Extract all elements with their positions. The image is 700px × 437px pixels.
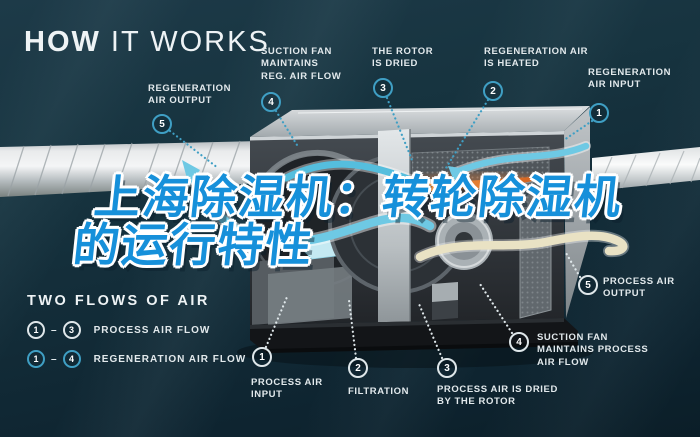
legend-badge-end: 4 xyxy=(62,350,81,368)
callout-label-suction-process: SUCTION FAN MAINTAINS PROCESS AIR FLOW xyxy=(537,332,649,368)
legend-number: 1 xyxy=(33,325,39,335)
legend-number: 4 xyxy=(69,354,75,364)
legend-title: TWO FLOWS OF AIR xyxy=(27,293,210,309)
right-duct xyxy=(592,147,700,191)
legend-label-process: PROCESS AIR FLOW xyxy=(93,324,211,336)
legend-number: 1 xyxy=(33,354,39,364)
callout-label-filtration: FILTRATION xyxy=(348,386,410,397)
legend-badge-start: 1 xyxy=(27,321,45,339)
title-strong: HOW xyxy=(24,26,101,58)
overlay-heading-line1: 上海除湿机：转轮除湿机 xyxy=(91,171,626,223)
callout-label-reg-output: REGENERATION AIR OUTPUT xyxy=(148,83,232,107)
callout-badge-reg-output: 5 xyxy=(152,114,172,134)
legend-dash: – xyxy=(51,324,57,336)
overlay-heading: 上海除湿机：转轮除湿机 的运行特性 xyxy=(70,171,626,271)
callout-number: 1 xyxy=(259,351,265,363)
callout-badge-suction-reg: 4 xyxy=(261,92,281,112)
overlay-heading-line2: 的运行特性 xyxy=(70,218,317,271)
callout-badge-suction-process: 4 xyxy=(509,332,529,352)
callout-label-process-output: PROCESS AIR OUTPUT xyxy=(603,276,675,300)
legend-row-process: 1 – 3 PROCESS AIR FLOW xyxy=(27,321,246,339)
callout-badge-process-input: 1 xyxy=(252,347,272,367)
legend-row-regeneration: 1 – 4 REGENERATION AIR FLOW xyxy=(27,350,246,368)
callout-badge-process-dried: 3 xyxy=(437,358,457,378)
callout-number: 3 xyxy=(444,362,450,374)
callout-label-reg-heated: REGENERATION AIR IS HEATED xyxy=(484,46,589,70)
callout-number: 4 xyxy=(516,336,522,348)
callout-label-rotor-dried: THE ROTOR IS DRIED xyxy=(372,46,434,70)
legend-number: 3 xyxy=(69,325,75,335)
callout-badge-reg-input: 1 xyxy=(589,103,609,123)
callout-number: 4 xyxy=(268,96,274,108)
callout-badge-filtration: 2 xyxy=(348,358,368,378)
callout-label-process-input: PROCESS AIR INPUT xyxy=(251,377,323,401)
legend-dash: – xyxy=(51,353,57,365)
callout-badge-process-output: 5 xyxy=(578,275,598,295)
callout-label-reg-input: REGENERATION AIR INPUT xyxy=(588,67,672,91)
page-title: HOW IT WORKS xyxy=(24,26,270,59)
legend-badge-start: 1 xyxy=(27,350,45,368)
callout-number: 2 xyxy=(355,362,361,374)
legend-label-regeneration: REGENERATION AIR FLOW xyxy=(93,353,247,365)
legend-two-flows: TWO FLOWS OF AIR 1 – 3 PROCESS AIR FLOW … xyxy=(27,293,246,379)
callout-number: 5 xyxy=(585,279,591,291)
callout-badge-reg-heated: 2 xyxy=(483,81,503,101)
title-light: IT WORKS xyxy=(100,26,270,58)
callout-number: 5 xyxy=(159,118,165,130)
callout-number: 1 xyxy=(596,107,602,119)
callout-label-suction-reg: SUCTION FAN MAINTAINS REG. AIR FLOW xyxy=(261,46,342,82)
air-flow-ribbons xyxy=(182,141,630,263)
callout-label-process-dried: PROCESS AIR IS DRIED BY THE ROTOR xyxy=(437,384,558,408)
callout-number: 2 xyxy=(490,85,496,97)
legend-badge-end: 3 xyxy=(62,321,81,339)
callout-badge-rotor-dried: 3 xyxy=(373,78,393,98)
callout-number: 3 xyxy=(380,82,386,94)
callout-leader-lines xyxy=(168,96,594,360)
